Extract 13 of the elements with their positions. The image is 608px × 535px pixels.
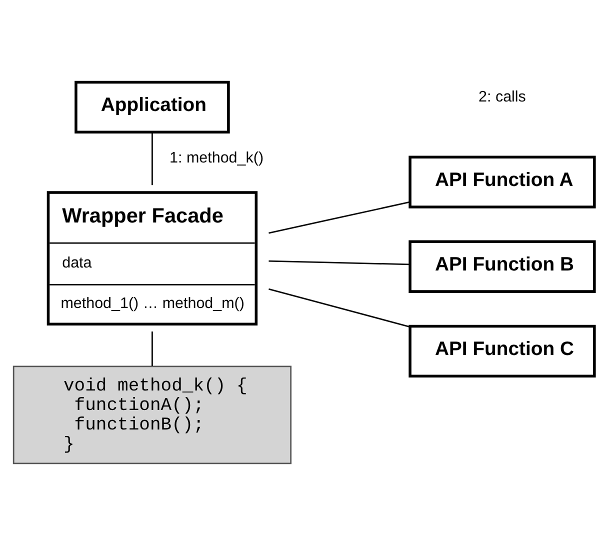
node-box: API Function C — [408, 324, 596, 377]
node-box: void method_k() { functionA(); functionB(); } — [12, 365, 292, 464]
label: 2: calls — [478, 88, 526, 105]
connector — [152, 331, 153, 366]
node-box: Wrapper Facade data method_1() … method_m() — [46, 190, 258, 326]
connector — [268, 200, 410, 234]
edge-label: 1: method_k() — [170, 149, 264, 166]
connector — [268, 260, 410, 265]
node-box: API Function B — [408, 240, 596, 292]
connector — [152, 132, 153, 185]
node-box: Application — [74, 80, 230, 134]
node-box: API Function A — [408, 155, 596, 208]
connector — [268, 288, 410, 327]
